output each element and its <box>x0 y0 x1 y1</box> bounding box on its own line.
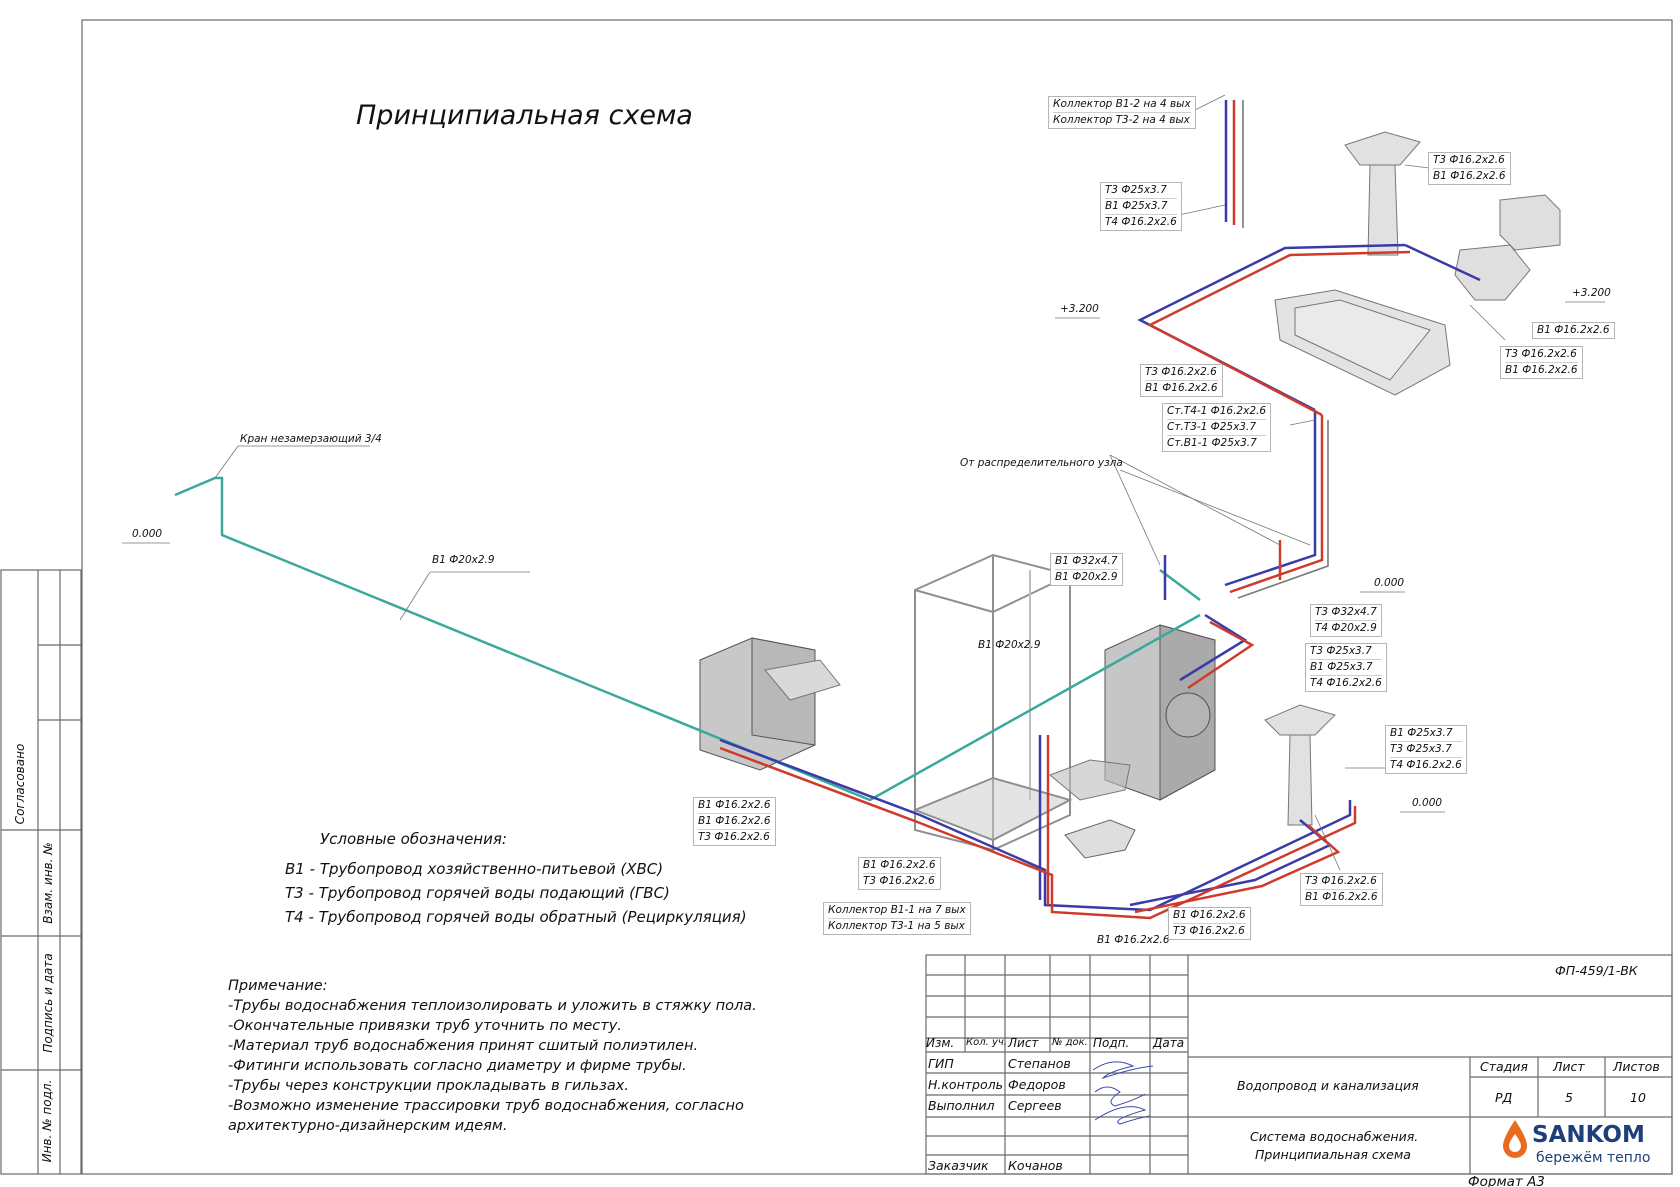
brand-name: SANKOM <box>1532 1122 1645 1148</box>
page-title: Принципиальная схема <box>356 100 693 131</box>
label-shower-pipe: В1 Ф20х2.9 <box>978 639 1041 651</box>
level-mark: 0.000 <box>1412 797 1443 809</box>
side-stamp-agreed: Согласовано <box>13 743 27 825</box>
tb-role: Н.контроль <box>928 1077 1003 1092</box>
level-mark: 0.000 <box>1374 577 1405 589</box>
note-line: -Фитинги использовать согласно диаметру … <box>228 1058 687 1074</box>
doc-code: ФП-459/1-ВК <box>1555 963 1638 978</box>
signature-scribbles <box>1092 1061 1154 1125</box>
tb-name: Сергеев <box>1008 1098 1062 1113</box>
level-mark: +3.200 <box>1060 303 1099 315</box>
tb-drawing-title: Принципиальная схема <box>1255 1147 1411 1162</box>
fixture-pedestal-sink-upper <box>1344 131 1421 256</box>
tb-name: Степанов <box>1008 1056 1071 1071</box>
legend-item: В1 - Трубопровод хозяйственно-питьевой (… <box>285 860 664 878</box>
tb-role: Выполнил <box>928 1098 995 1113</box>
notes-heading: Примечание: <box>228 978 328 994</box>
tb-stage-head: Стадия <box>1480 1059 1528 1074</box>
tb-head-count: Кол. уч. <box>966 1037 1007 1048</box>
fixture-small-sink <box>764 659 841 701</box>
label-box-toilet-top: В1 Ф16.2х2.6 <box>1532 322 1615 339</box>
tb-drawing-title: Система водоснабжения. <box>1250 1129 1419 1144</box>
tb-role: ГИП <box>928 1056 954 1071</box>
tb-sheets-head: Листов <box>1613 1059 1660 1074</box>
leader-lines <box>214 94 1506 871</box>
tb-name: Федоров <box>1008 1077 1066 1092</box>
tb-name: Кочанов <box>1008 1158 1063 1173</box>
side-stamp-signature-date: Подпись и дата <box>41 953 55 1053</box>
tb-stage: РД <box>1495 1090 1513 1105</box>
label-floor-pipe: В1 Ф16.2х2.6 <box>1097 934 1170 946</box>
legend-heading: Условные обозначения: <box>320 830 507 848</box>
tb-sheets: 10 <box>1630 1090 1646 1105</box>
tb-section: Водопровод и канализация <box>1237 1078 1419 1093</box>
fixture-pedestal-sink-lower <box>1264 704 1336 826</box>
level-marks <box>122 301 1605 813</box>
fixture-toilet <box>1454 194 1561 301</box>
tb-sheet: 5 <box>1565 1090 1573 1105</box>
brand-slogan: бережём тепло <box>1536 1150 1651 1166</box>
label-from-distribution-node: От распределительного узла <box>960 457 1123 469</box>
title-block-grid <box>925 954 1673 1175</box>
pipes-hot <box>719 100 1411 920</box>
label-main-pipe: В1 Ф20х2.9 <box>432 554 495 566</box>
pipe-main-line <box>174 476 1201 802</box>
fixture-bathtub-lower <box>1064 819 1136 859</box>
legend-item: Т3 - Трубопровод горячей воды подающий (… <box>285 884 670 902</box>
note-line: -Трубы через конструкции прокладывать в … <box>228 1078 629 1094</box>
fixture-washing-machine <box>1104 624 1216 801</box>
fixture-boiler <box>699 637 816 771</box>
note-line: -Возможно изменение трассировки труб вод… <box>228 1098 744 1114</box>
sheet-format: Формат А3 <box>1468 1174 1545 1187</box>
tb-sheet-head: Лист <box>1553 1059 1585 1074</box>
side-stamp-inv-no: Инв. № подл. <box>40 1079 54 1163</box>
note-line: -Материал труб водоснабжения принят сшит… <box>228 1038 699 1054</box>
tb-head-doc-no: № док. <box>1052 1037 1088 1048</box>
level-mark: +3.200 <box>1572 287 1611 299</box>
side-stamp-replaced-inv: Взам. инв. № <box>41 842 55 924</box>
tb-head-change: Изм. <box>926 1036 955 1050</box>
fixture-bathtub-upper <box>1274 289 1451 396</box>
fixture-wc-lower <box>1049 759 1131 801</box>
tb-head-date: Дата <box>1153 1036 1185 1050</box>
level-mark: 0.000 <box>132 528 163 540</box>
sheet-frame <box>0 19 1673 1175</box>
tb-head-signature: Подп. <box>1093 1036 1130 1050</box>
pipes-recirc <box>1237 100 1329 599</box>
note-line: -Окончательные привязки труб уточнить по… <box>228 1018 622 1034</box>
note-line: -Трубы водоснабжения теплоизолировать и … <box>228 998 757 1014</box>
brand-drop-icon <box>1503 1120 1527 1158</box>
tb-head-sheet: Лист <box>1008 1036 1039 1050</box>
label-frost-free-tap: Кран незамерзающий 3/4 <box>240 433 382 445</box>
note-line: архитектурно-дизайнерским идеям. <box>228 1118 508 1134</box>
legend-item: Т4 - Трубопровод горячей воды обратный (… <box>285 908 747 926</box>
tb-role: Заказчик <box>928 1158 989 1173</box>
